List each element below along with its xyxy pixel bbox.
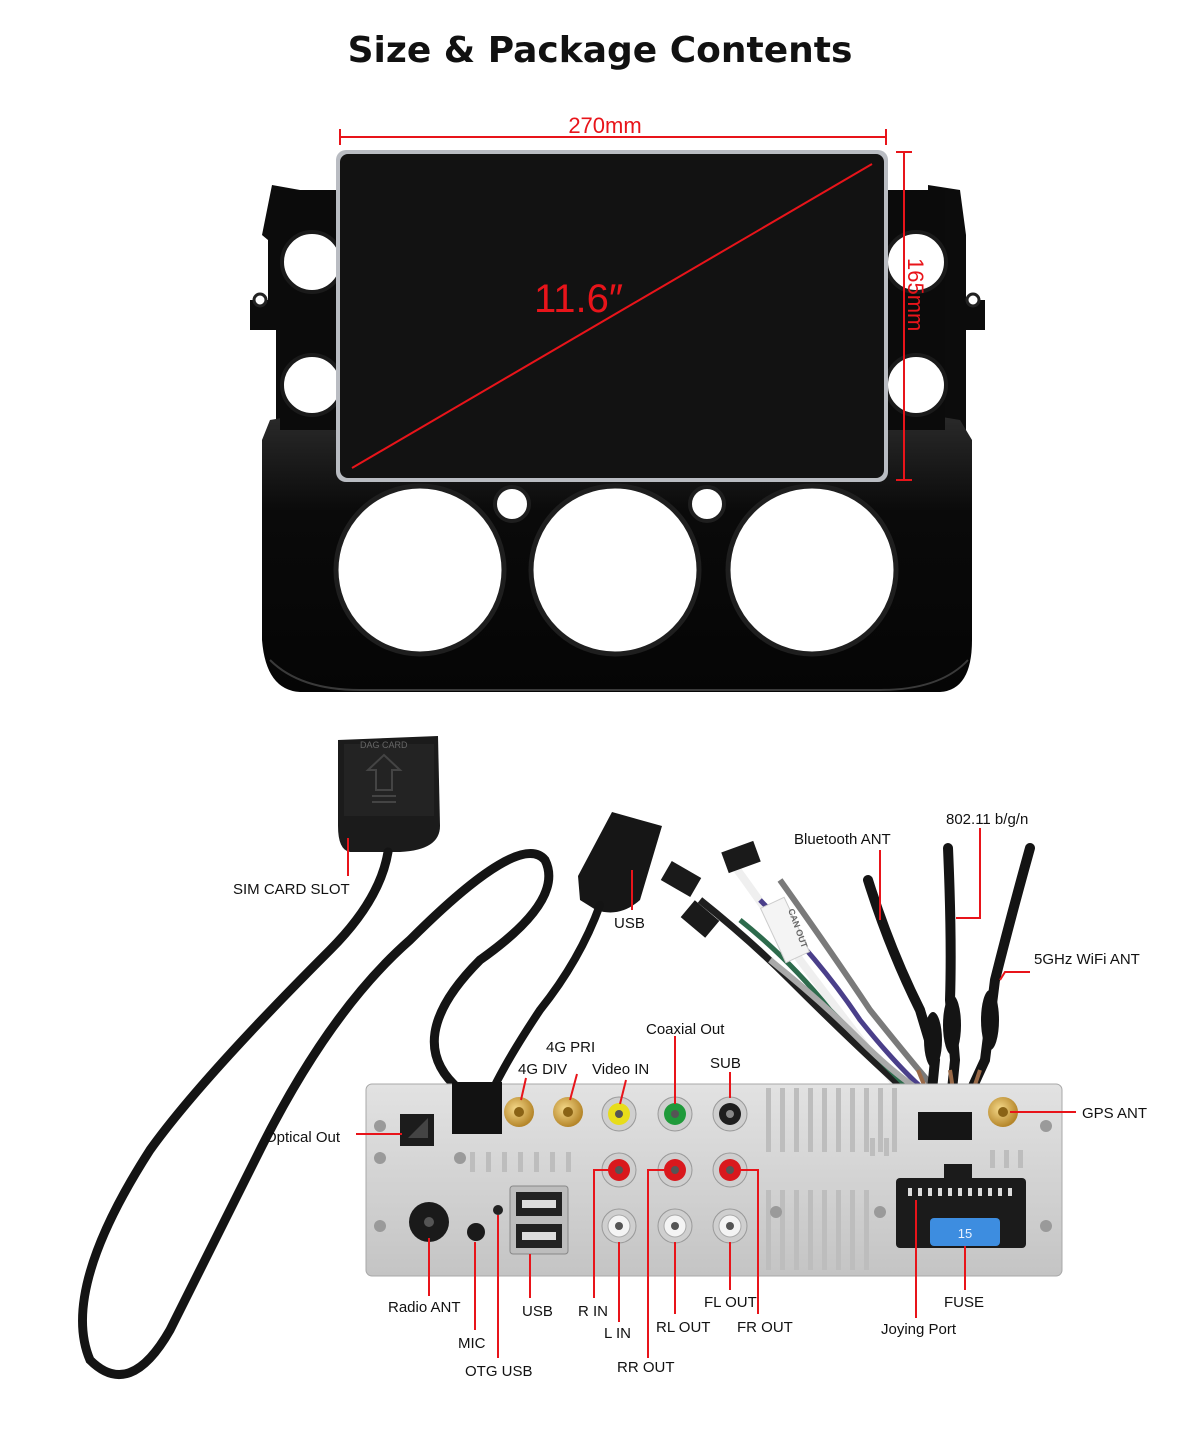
diagonal-label: 11.6″	[534, 277, 623, 321]
svg-text:DAG CARD: DAG CARD	[360, 740, 408, 750]
fuse-value: 15	[958, 1226, 972, 1241]
label-radio-ant: Radio ANT	[388, 1299, 461, 1316]
label-otg-usb: OTG USB	[465, 1363, 533, 1380]
label-rl-out: RL OUT	[656, 1319, 710, 1336]
label-gps-ant: GPS ANT	[1082, 1105, 1147, 1122]
page-title: Size & Package Contents	[347, 30, 853, 71]
callout-lines	[347, 828, 1076, 1358]
label-sim-card-slot: SIM CARD SLOT	[233, 881, 350, 898]
label-rr-out: RR OUT	[617, 1359, 675, 1376]
label-fr-out: FR OUT	[737, 1319, 793, 1336]
label-bluetooth-ant: Bluetooth ANT	[794, 831, 891, 848]
back-panel: 15	[365, 1082, 1063, 1277]
wire-harness: CAN OUT	[660, 840, 943, 1118]
height-label: 165mm	[903, 258, 928, 331]
sim-card-module: DAG CARD	[338, 736, 440, 852]
label-4g-pri: 4G PRI	[546, 1039, 595, 1056]
display-screen	[336, 150, 888, 482]
label-5ghz-wifi-ant: 5GHz WiFi ANT	[1034, 951, 1140, 968]
label-wifi-24: 802.11 b/g/n	[946, 811, 1028, 828]
label-coaxial-out: Coaxial Out	[646, 1021, 725, 1038]
usb-cable	[482, 812, 662, 1109]
label-4g-div: 4G DIV	[518, 1061, 567, 1078]
label-sub: SUB	[710, 1055, 741, 1072]
width-label: 270mm	[568, 113, 641, 138]
label-fl-out: FL OUT	[704, 1294, 757, 1311]
label-usb-cable: USB	[614, 915, 645, 932]
sim-cable	[78, 847, 554, 1380]
label-joying-port: Joying Port	[881, 1321, 957, 1338]
width-dimension: 270mm	[339, 112, 887, 145]
label-l-in: L IN	[604, 1325, 631, 1342]
label-optical-out: Optical Out	[265, 1129, 341, 1146]
label-mic: MIC	[458, 1335, 486, 1352]
label-fuse: FUSE	[944, 1294, 984, 1311]
label-video-in: Video IN	[592, 1061, 649, 1078]
label-r-in: R IN	[578, 1303, 608, 1320]
label-usb-port: USB	[522, 1303, 553, 1320]
height-dimension: 165mm	[896, 151, 928, 481]
